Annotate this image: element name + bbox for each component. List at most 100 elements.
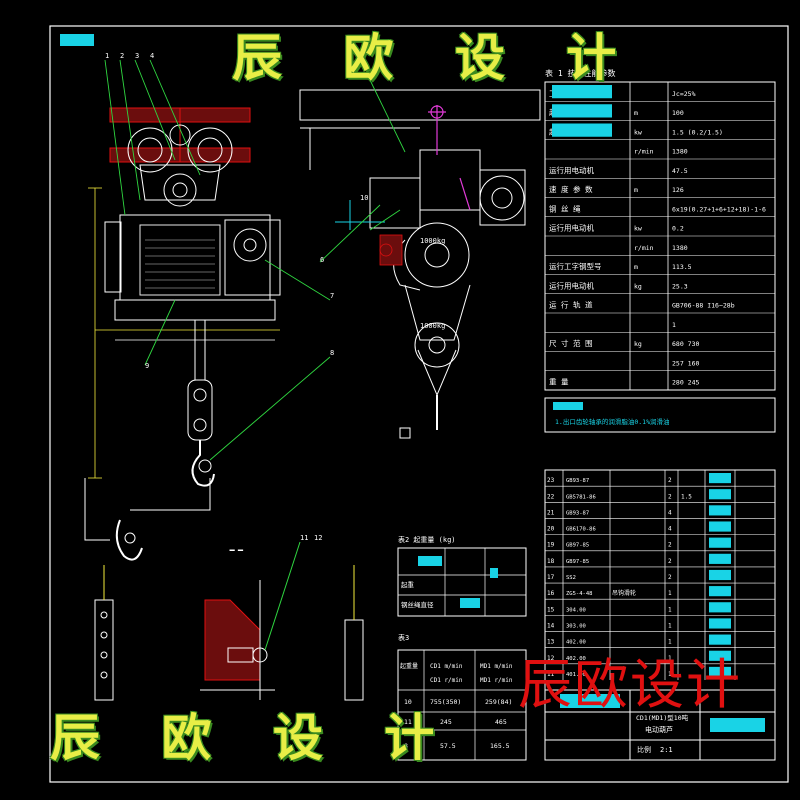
title-block-drawing-no: CD1(MD1)型10吨 (636, 713, 689, 722)
weight-table-title: 表2 起重量 (kg) (398, 535, 456, 544)
tech-row-unit: kw (634, 128, 642, 136)
bom-row-qty: 4 (668, 526, 672, 533)
tech-row-value: 680 730 (672, 340, 699, 348)
speed-table-title: 表3 (398, 633, 409, 642)
bom-row-cell (709, 586, 731, 597)
bom-row-qty: 2 (668, 477, 672, 484)
speed-cell-2-0: 11 (404, 718, 412, 726)
bom-row-cell (709, 553, 731, 564)
bom-row-no: 12 (547, 655, 555, 662)
tech-row-unit: r/min (634, 244, 654, 252)
tech-row-unit: kw (634, 225, 642, 233)
bom-row-no: 22 (547, 493, 555, 500)
tech-row-highlight (552, 104, 612, 118)
bom-row-no: 11 (547, 671, 555, 678)
bom-row-cell (709, 634, 731, 645)
tech-row-value: 0.2 (672, 225, 684, 233)
bom-row-cell (709, 537, 731, 548)
watermark-bottom: 辰 欧 设 计 (50, 708, 457, 767)
bom-row-no: 19 (547, 542, 555, 549)
tech-row-name: 钢 丝 绳 (549, 203, 581, 213)
bom-row-code: 304.00 (566, 607, 586, 613)
tech-row-unit: m (634, 263, 638, 271)
tech-row-name: 尺 寸 范 围 (549, 338, 593, 348)
tech-row-name: 运行用电动机 (549, 280, 594, 290)
bom-row-code: 401.00 (566, 672, 586, 678)
tech-row-name: 速 度 参 数 (549, 184, 593, 194)
bom-row-qty: 1 (668, 606, 672, 613)
hook-tag-2: 1000kg (420, 322, 445, 330)
part-number: 4 (150, 52, 154, 60)
part-number: 9 (145, 362, 149, 370)
speed-header-1: CD1 m/min (430, 663, 463, 670)
tech-row-unit: r/min (634, 148, 654, 156)
bom-row-cell (709, 489, 731, 500)
bom-row-cell (709, 569, 731, 581)
tech-row-unit: m (634, 186, 638, 194)
tech-row-value: 100 (672, 109, 684, 117)
tech-row-highlight (552, 85, 612, 99)
speed-cell-0-1: CD1 r/min (430, 677, 463, 684)
tech-row-value: 113.5 (672, 263, 692, 271)
part-number: 2 (120, 52, 124, 60)
bom-row-no: 14 (547, 623, 555, 630)
speed-cell-1-2: 259(84) (485, 698, 512, 706)
part-number: 7 (330, 292, 334, 300)
bom-row-code: GB6170-86 (566, 527, 596, 533)
tech-row-value: 47.5 (672, 167, 688, 175)
bom-row-no: 15 (547, 606, 555, 613)
bom-row-cell (709, 618, 731, 629)
speed-header-2: MD1 m/min (480, 663, 513, 670)
tech-row-value: 126 (672, 186, 684, 194)
bom-row-qty: 2 (668, 574, 672, 581)
watermark-red: 辰欧设计 (518, 653, 742, 716)
svg-text:— —: — — (230, 546, 243, 554)
drawing-frame (49, 25, 789, 783)
hoist-front-view (84, 59, 331, 561)
tech-row-value: GB706-88 I16~28b (672, 302, 735, 310)
weight-row-label-1: 起重 (401, 581, 415, 589)
hoist-side-view (299, 79, 541, 439)
bom-row-cell (709, 473, 731, 484)
tech-row-value: 25.3 (672, 282, 688, 290)
watermark-top: 辰 欧 设 计 (232, 28, 639, 87)
bom-row-cell (709, 650, 731, 661)
tech-row-value: 1 (672, 321, 676, 329)
tech-row-unit: kg (634, 340, 642, 348)
weight-table: 表2 起重量 (kg) 起重 钢丝绳直径 (397, 535, 527, 617)
bom-row-code: 303.00 (566, 624, 586, 630)
title-block-scale: 2:1 (660, 746, 673, 754)
bom-row-code: GB97-85 (566, 543, 589, 549)
bom-row-qty: 1 (668, 655, 672, 662)
speed-cell-1-1: 755(350) (430, 698, 461, 706)
bom-row-code: 402.00 (566, 640, 586, 646)
tech-row-unit: m (634, 109, 638, 117)
tech-row-value: 1380 (672, 148, 688, 156)
bom-row-no: 18 (547, 558, 555, 565)
tech-row-name: 运 行 轨 道 (549, 300, 593, 310)
bom-row-name: 吊钩滑轮 (612, 589, 636, 597)
bom-row-cell (709, 505, 731, 516)
part-number: 11 (300, 534, 308, 542)
speed-cell-2-2: 465 (495, 718, 507, 726)
bom-row-code: SS2 (566, 575, 576, 581)
bom-row-code: GB93-87 (566, 510, 589, 516)
tech-table-rows: 工 作 制 度Jc=25%起 升 高 度m100起升用电动机kw1.5 (0.2… (545, 85, 775, 387)
weight-row-label-2: 钢丝绳直径 (401, 600, 434, 609)
frame-tag (60, 34, 94, 46)
bom-row-cell (709, 666, 731, 677)
tech-table-note: 1.出口齿轮轴承的润滑脂油0.1%润滑油 (555, 417, 669, 426)
tech-row-highlight (552, 123, 612, 137)
bom-row-qty: 2 (668, 493, 672, 500)
tech-row-name: 重 量 (549, 378, 569, 387)
tech-row-name: 运行用电动机 (549, 223, 594, 233)
bom-row-code: GB93-87 (566, 478, 589, 484)
bom-row-qty: 1 (668, 671, 672, 678)
bom-row-no: 17 (547, 574, 555, 581)
speed-cell-3-1: 57.5 (440, 742, 456, 750)
part-number: 10 (360, 194, 368, 202)
part-number: 1 (105, 52, 109, 60)
